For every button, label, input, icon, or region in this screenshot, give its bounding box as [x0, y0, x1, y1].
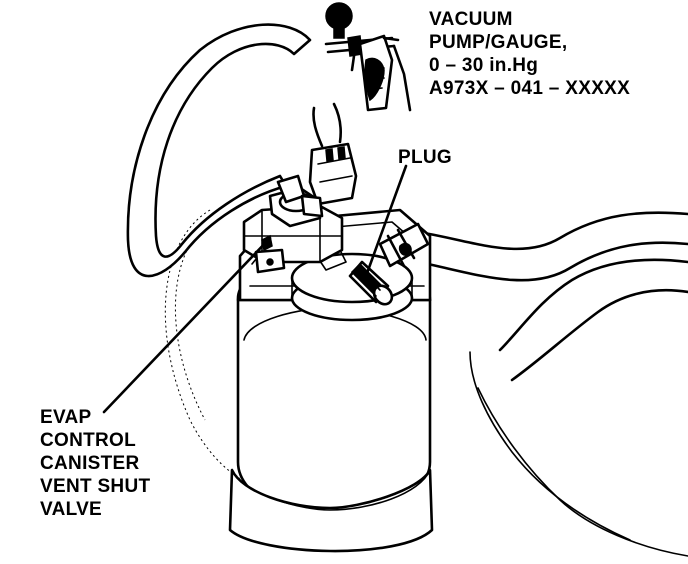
vent-shut-valve-label: EVAP CONTROL CANISTER VENT SHUT VALVE [40, 406, 150, 521]
pump-label-line4: A973X – 041 – XXXXX [429, 78, 631, 99]
valve-label-line2: CONTROL [40, 430, 137, 451]
vacuum-hose [126, 23, 312, 278]
electrical-connector [308, 102, 358, 206]
ghost-outline [164, 209, 241, 479]
pump-label-line3: 0 – 30 in.Hg [429, 55, 539, 76]
pump-label-line1: VACUUM [429, 9, 513, 30]
plug-label-text: PLUG [398, 147, 452, 168]
leader-lines [102, 164, 408, 414]
valve-leader [102, 236, 272, 414]
pump-label-line2: PUMP/GAUGE, [429, 32, 568, 53]
valve-label-line5: VALVE [40, 499, 103, 520]
hose-clamp [378, 222, 430, 268]
connector-bracket [300, 194, 324, 218]
valve-label-line1: EVAP [40, 407, 92, 428]
vent-shut-valve [242, 186, 344, 274]
plug-leader [364, 164, 408, 278]
vacuum-pump-gauge-label: VACUUM PUMP/GAUGE, 0 – 30 in.Hg A973X – … [429, 8, 630, 100]
canister-base [228, 468, 434, 553]
valve-label-line4: VENT SHUT [40, 476, 151, 497]
valve-label-line3: CANISTER [40, 453, 140, 474]
plug-label: PLUG [398, 146, 452, 169]
plug [348, 260, 394, 306]
right-hose [416, 211, 688, 557]
vacuum-pump-gauge [324, 2, 412, 112]
